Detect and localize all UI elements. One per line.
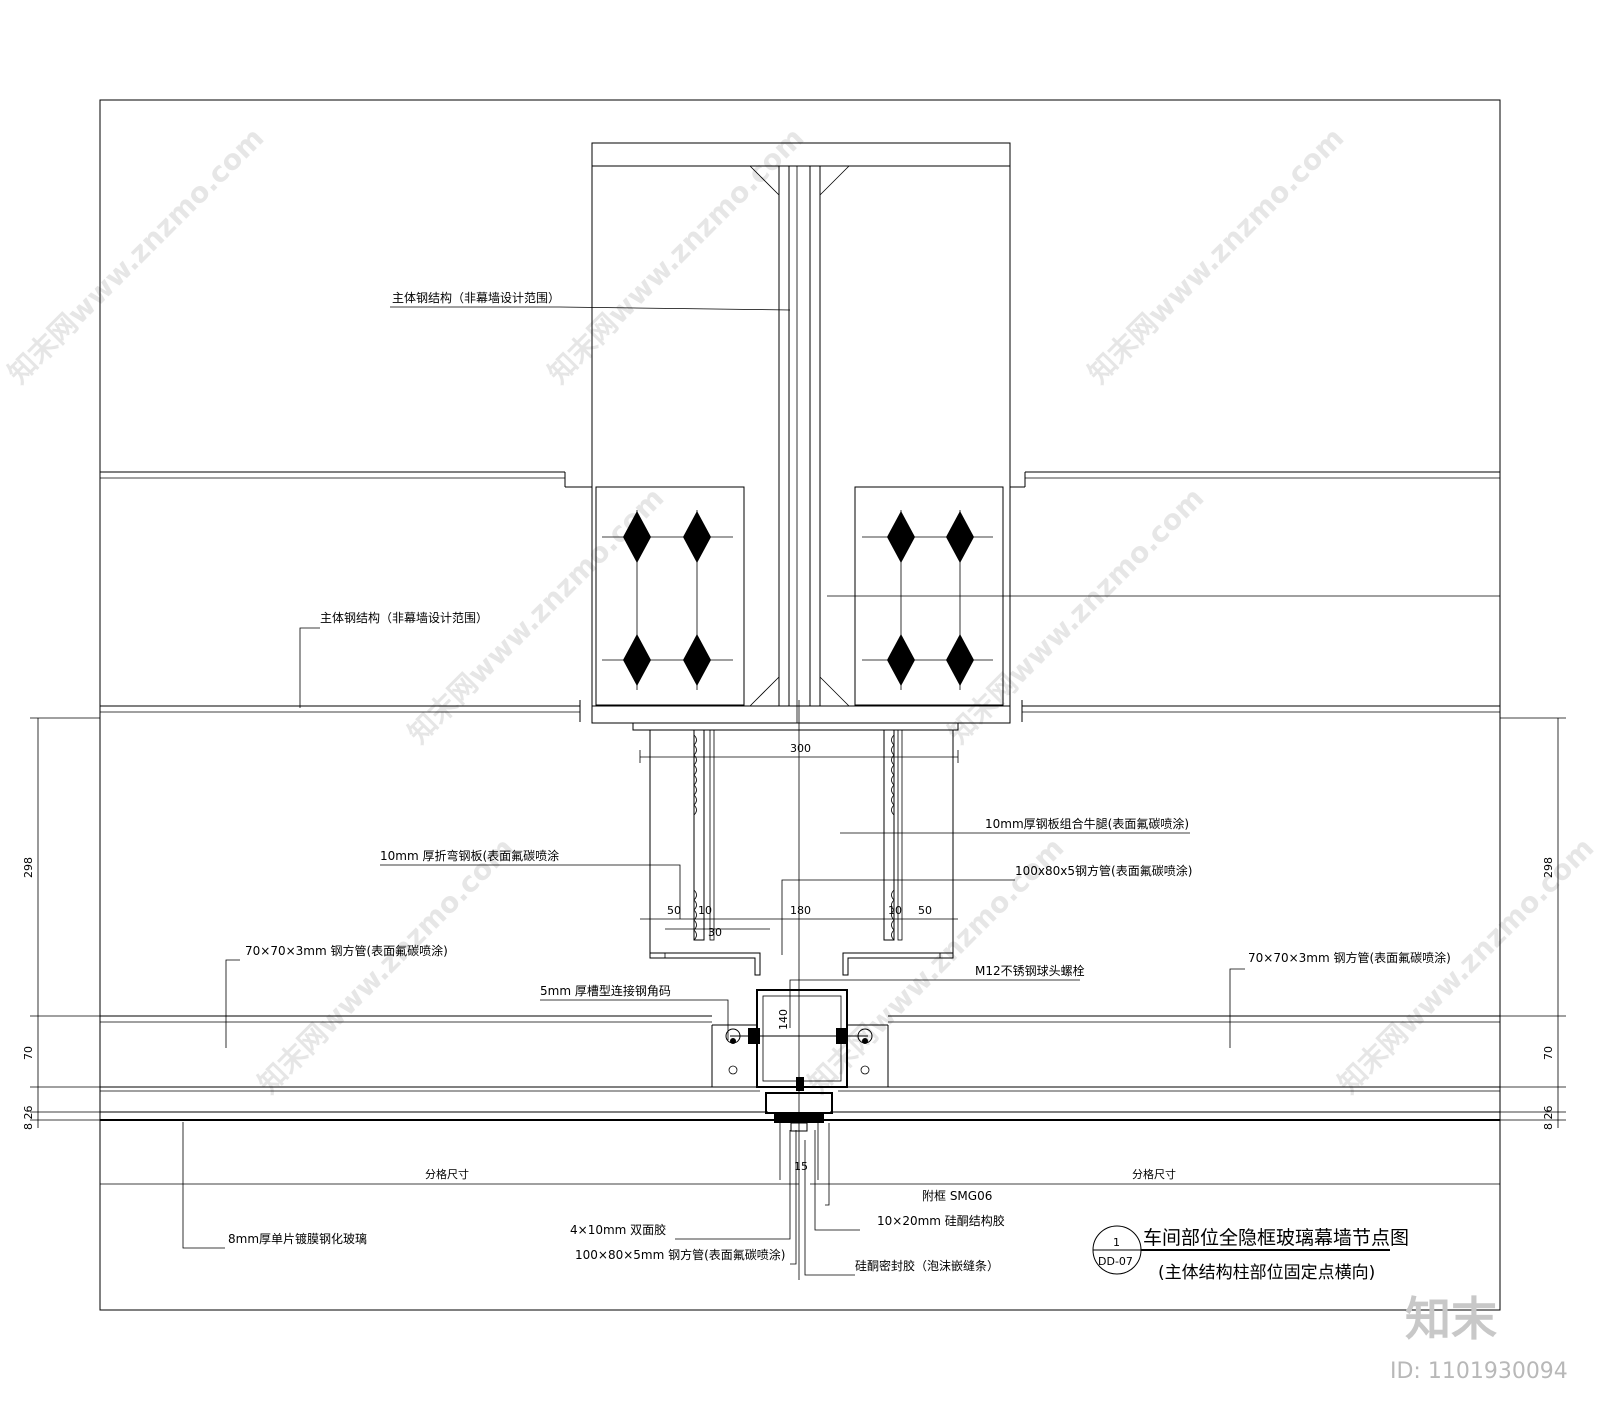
- dimension-lines: [30, 717, 1566, 1194]
- dim-15: 15: [794, 1160, 808, 1173]
- dim-grid-right: 分格尺寸: [1132, 1167, 1176, 1181]
- label-square-tube-100: 100x80x5钢方管(表面氟碳喷涂): [1015, 863, 1192, 878]
- title-number: 1: [1113, 1236, 1120, 1249]
- dim-300: 300: [790, 742, 811, 755]
- drawing-frame: [99, 99, 1501, 1311]
- dimension-texts: 300 50 10 30 180 10 50 140 15 分格尺寸 分格尺寸 …: [22, 742, 1555, 1181]
- dim-10-right: 10: [888, 904, 902, 917]
- dim-298-left: 298: [22, 857, 35, 878]
- label-bolt: M12不锈钢球头螺栓: [975, 963, 1085, 978]
- dim-826-left: 8 26: [22, 1106, 35, 1131]
- bolt-diamond-icon: [623, 511, 974, 686]
- label-tube-70-right: 70×70×3mm 钢方管(表面氟碳喷涂): [1248, 950, 1451, 965]
- bolted-connection-plates: [595, 486, 1004, 706]
- watermark-diag: 知末网www.znzmo.com: [942, 481, 1211, 750]
- label-double-tape: 4×10mm 双面胶: [570, 1222, 666, 1237]
- label-bent-plate: 10mm 厚折弯钢板(表面氟碳喷涂: [380, 848, 559, 863]
- steel-column: [591, 142, 1011, 724]
- watermark-diag: 知末网www.znzmo.com: [1082, 121, 1351, 390]
- dim-70-left: 70: [22, 1046, 35, 1060]
- dim-10-left: 10: [698, 904, 712, 917]
- label-tube-100-bottom: 100×80×5mm 钢方管(表面氟碳喷涂): [575, 1247, 785, 1262]
- drawing-title: 车间部位全隐框玻璃幕墙节点图: [1143, 1227, 1409, 1249]
- dim-826-right: 8 26: [1542, 1106, 1555, 1131]
- label-tube-70-left: 70×70×3mm 钢方管(表面氟碳喷涂): [245, 943, 448, 958]
- watermark-logo: 知末: [1405, 1292, 1497, 1346]
- dim-30: 30: [708, 926, 722, 939]
- steel-beams: [100, 471, 1500, 722]
- title-block: 1 DD-07 车间部位全隐框玻璃幕墙节点图 (主体结构柱部位固定点横向): [1092, 1225, 1409, 1283]
- dim-grid-left: 分格尺寸: [425, 1167, 469, 1181]
- glass-and-tubes: [100, 1015, 1500, 1180]
- watermark-diag: 知末网www.znzmo.com: [542, 121, 811, 390]
- watermark-diag: 知末网www.znzmo.com: [252, 831, 521, 1100]
- title-sheet: DD-07: [1098, 1255, 1133, 1268]
- label-angle-code: 5mm 厚槽型连接钢角码: [540, 983, 671, 998]
- dim-50-left: 50: [667, 904, 681, 917]
- label-bracket-plate: 10mm厚钢板组合牛腿(表面氟碳喷涂): [985, 816, 1189, 831]
- drawing-subtitle: (主体结构柱部位固定点横向): [1158, 1263, 1375, 1283]
- watermark-diag: 知末网www.znzmo.com: [1332, 831, 1600, 1100]
- label-weather-sealant: 硅酮密封胶（泡沫嵌缝条）: [855, 1258, 999, 1273]
- dim-298-right: 298: [1542, 857, 1555, 878]
- label-glass: 8mm厚单片镀膜钢化玻璃: [228, 1232, 367, 1246]
- watermark-id: ID: 1101930094: [1390, 1359, 1568, 1384]
- label-main-steel-mid: 主体钢结构（非幕墙设计范围）: [320, 610, 488, 625]
- label-sub-frame: 附框 SMG06: [922, 1189, 992, 1203]
- label-structural-sealant: 10×20mm 硅酮结构胶: [877, 1213, 1005, 1228]
- dim-140: 140: [777, 1009, 790, 1030]
- annotations: 主体钢结构（非幕墙设计范围） 主体钢结构（非幕墙设计范围） 10mm厚钢板组合牛…: [228, 290, 1451, 1273]
- leader-lines: [182, 306, 1245, 1276]
- watermark-diag: 知末网www.znzmo.com: [2, 121, 271, 390]
- corner-watermark: 知末 ID: 1101930094: [1390, 1292, 1568, 1384]
- bracket-assembly: [632, 722, 959, 976]
- dim-70-right: 70: [1542, 1046, 1555, 1060]
- label-main-steel-top: 主体钢结构（非幕墙设计范围）: [392, 290, 560, 305]
- dim-180: 180: [790, 904, 811, 917]
- dim-50-right: 50: [918, 904, 932, 917]
